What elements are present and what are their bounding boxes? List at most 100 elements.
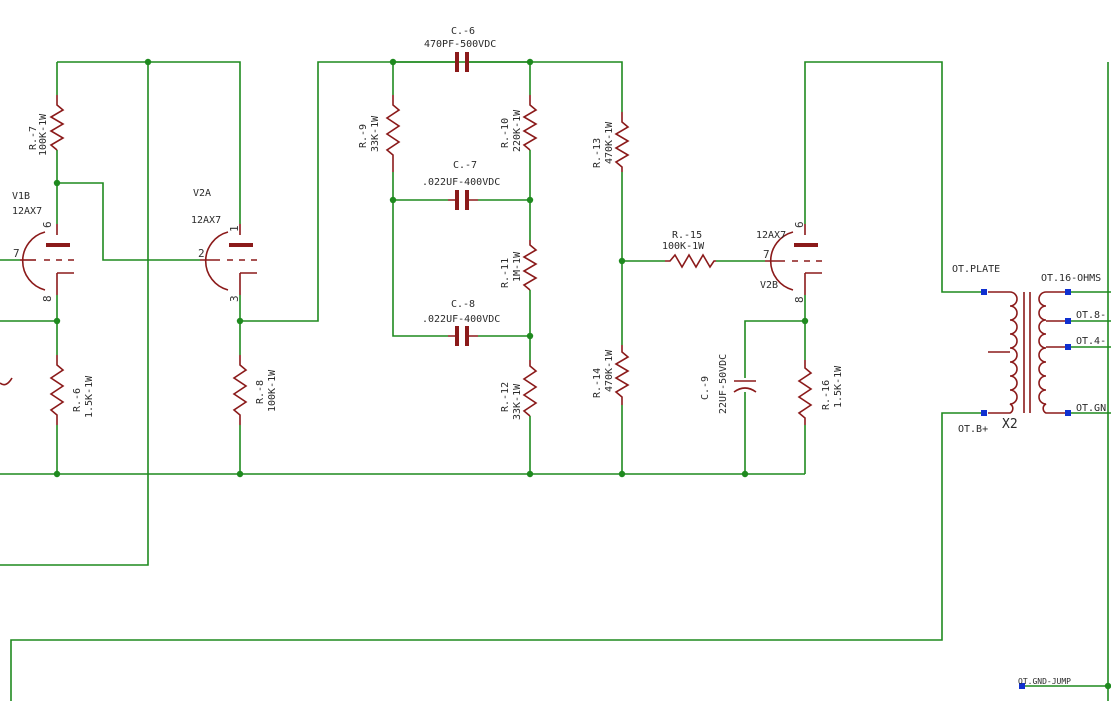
label-v2b-pin8: 8	[793, 296, 806, 303]
label-v1b-name: V1B	[12, 191, 30, 202]
label-ot-gnd-jump: OT.GND-JUMP	[1018, 677, 1071, 686]
junction-dot	[53, 179, 61, 187]
label-c9-name: C.-9	[700, 376, 711, 400]
resistor-r8	[232, 355, 248, 425]
wires	[0, 61, 1111, 701]
wire-b-plus-drop	[0, 62, 149, 566]
resistor-r11	[522, 240, 538, 291]
label-r12-value: 33K-1W	[512, 383, 523, 420]
pin-ot-8	[1065, 318, 1071, 324]
wire-v2a-to-tone	[240, 61, 623, 322]
label-r15-name: R.-15	[672, 230, 702, 241]
label-r9-value: 33K-1W	[370, 115, 381, 152]
tube-v2a	[200, 224, 257, 295]
resistor-r15	[665, 253, 716, 269]
wire-v2b-c9	[744, 320, 805, 378]
tube-v1b	[20, 224, 74, 295]
capacitors	[393, 52, 757, 393]
label-c6-value: 470PF-500VDC	[424, 39, 496, 50]
resistor-r13	[614, 112, 630, 172]
junction-dot	[526, 332, 534, 340]
junction-dot	[53, 470, 61, 478]
resistors	[49, 95, 813, 425]
capacitor-c6	[393, 52, 530, 72]
wire-v2b-plate	[804, 61, 983, 293]
label-v2a-name: V2A	[193, 188, 211, 199]
pin-ot-b-plus	[981, 410, 987, 416]
junction-dot	[741, 470, 749, 478]
label-ot-plate: OT.PLATE	[952, 264, 1000, 275]
primary-coil	[988, 291, 1018, 414]
label-c7-value: .022UF-400VDC	[422, 177, 500, 188]
label-r13-name: R.-13	[592, 138, 603, 168]
label-v2b-pin7: 7	[763, 248, 770, 261]
label-r8-name: R.-8	[255, 380, 266, 404]
junction-dot	[801, 317, 809, 325]
label-v2b-type: 12AX7	[756, 230, 786, 241]
capacitor-c9	[733, 380, 757, 393]
label-c7-name: C.-7	[453, 160, 477, 171]
junction-dot	[526, 470, 534, 478]
label-v2b-pin6: 6	[793, 221, 806, 228]
label-r16-value: 1.5K-1W	[833, 365, 844, 408]
junction-dot	[53, 317, 61, 325]
junction-dot	[618, 257, 626, 265]
label-ot-4: OT.4-	[1076, 336, 1106, 347]
core	[1023, 292, 1031, 413]
label-r13-value: 470K-1W	[604, 121, 615, 164]
junction-dot	[1104, 682, 1111, 690]
label-v1b-type: 12AX7	[12, 206, 42, 217]
label-v2a-pin3: 3	[228, 295, 241, 302]
label-r6-name: R.-6	[72, 388, 83, 412]
resistor-r14	[614, 345, 630, 405]
label-r6-value: 1.5K-1W	[84, 375, 95, 418]
label-r10-name: R.-10	[500, 118, 511, 148]
label-c9-value: 22UF-50VDC	[718, 354, 729, 414]
label-r8-value: 100K-1W	[267, 369, 278, 412]
label-r14-name: R.-14	[592, 368, 603, 398]
label-ot-8: OT.8-	[1076, 310, 1106, 321]
tube-v2b	[765, 224, 822, 295]
resistor-r6	[49, 355, 65, 425]
wire-ot-b-plus	[10, 412, 983, 701]
label-r7-name: R.-7	[28, 126, 39, 150]
label-c6-name: C.-6	[451, 26, 475, 37]
transformer-x2	[981, 289, 1071, 689]
pin-ot-16	[1065, 289, 1071, 295]
label-v1b-pin6: 6	[41, 221, 54, 228]
junction-dot	[144, 58, 152, 66]
label-v1b-pin7: 7	[13, 247, 20, 260]
label-ot-gnd: OT.GN	[1076, 403, 1106, 414]
resistor-r9	[385, 95, 401, 172]
junction-dot	[389, 196, 397, 204]
label-r14-value: 470K-1W	[604, 349, 615, 392]
label-v1b-pin8: 8	[41, 295, 54, 302]
label-v2a-type: 12AX7	[191, 215, 221, 226]
pin-ot-4	[1065, 344, 1071, 350]
label-c8-value: .022UF-400VDC	[422, 314, 500, 325]
resistor-r12	[522, 360, 538, 417]
pin-ot-gnd-jump	[1019, 683, 1025, 689]
label-v2a-pin1: 1	[228, 225, 241, 232]
secondary-coil	[1038, 291, 1066, 414]
resistor-r7	[49, 95, 65, 151]
label-r12-name: R.-12	[500, 382, 511, 412]
label-r7-value: 100K-1W	[38, 113, 49, 156]
label-r11-name: R.-11	[500, 258, 511, 288]
capacitor-c8	[448, 326, 478, 346]
label-r11-value: 1M-1W	[512, 251, 523, 282]
tube-partial-left	[0, 377, 13, 386]
label-ot-b-plus: OT.B+	[958, 424, 988, 435]
wire-r9-bottom	[392, 172, 448, 337]
wire-top-left	[57, 61, 241, 224]
capacitor-c7	[448, 190, 478, 210]
junctions	[53, 58, 1111, 690]
resistor-r10	[522, 95, 538, 151]
label-v2a-pin2: 2	[198, 247, 205, 260]
junction-dot	[618, 470, 626, 478]
label-v2b-name: V2B	[760, 280, 778, 291]
junction-dot	[236, 317, 244, 325]
resistor-r16	[797, 360, 813, 425]
pin-ot-plate	[981, 289, 987, 295]
